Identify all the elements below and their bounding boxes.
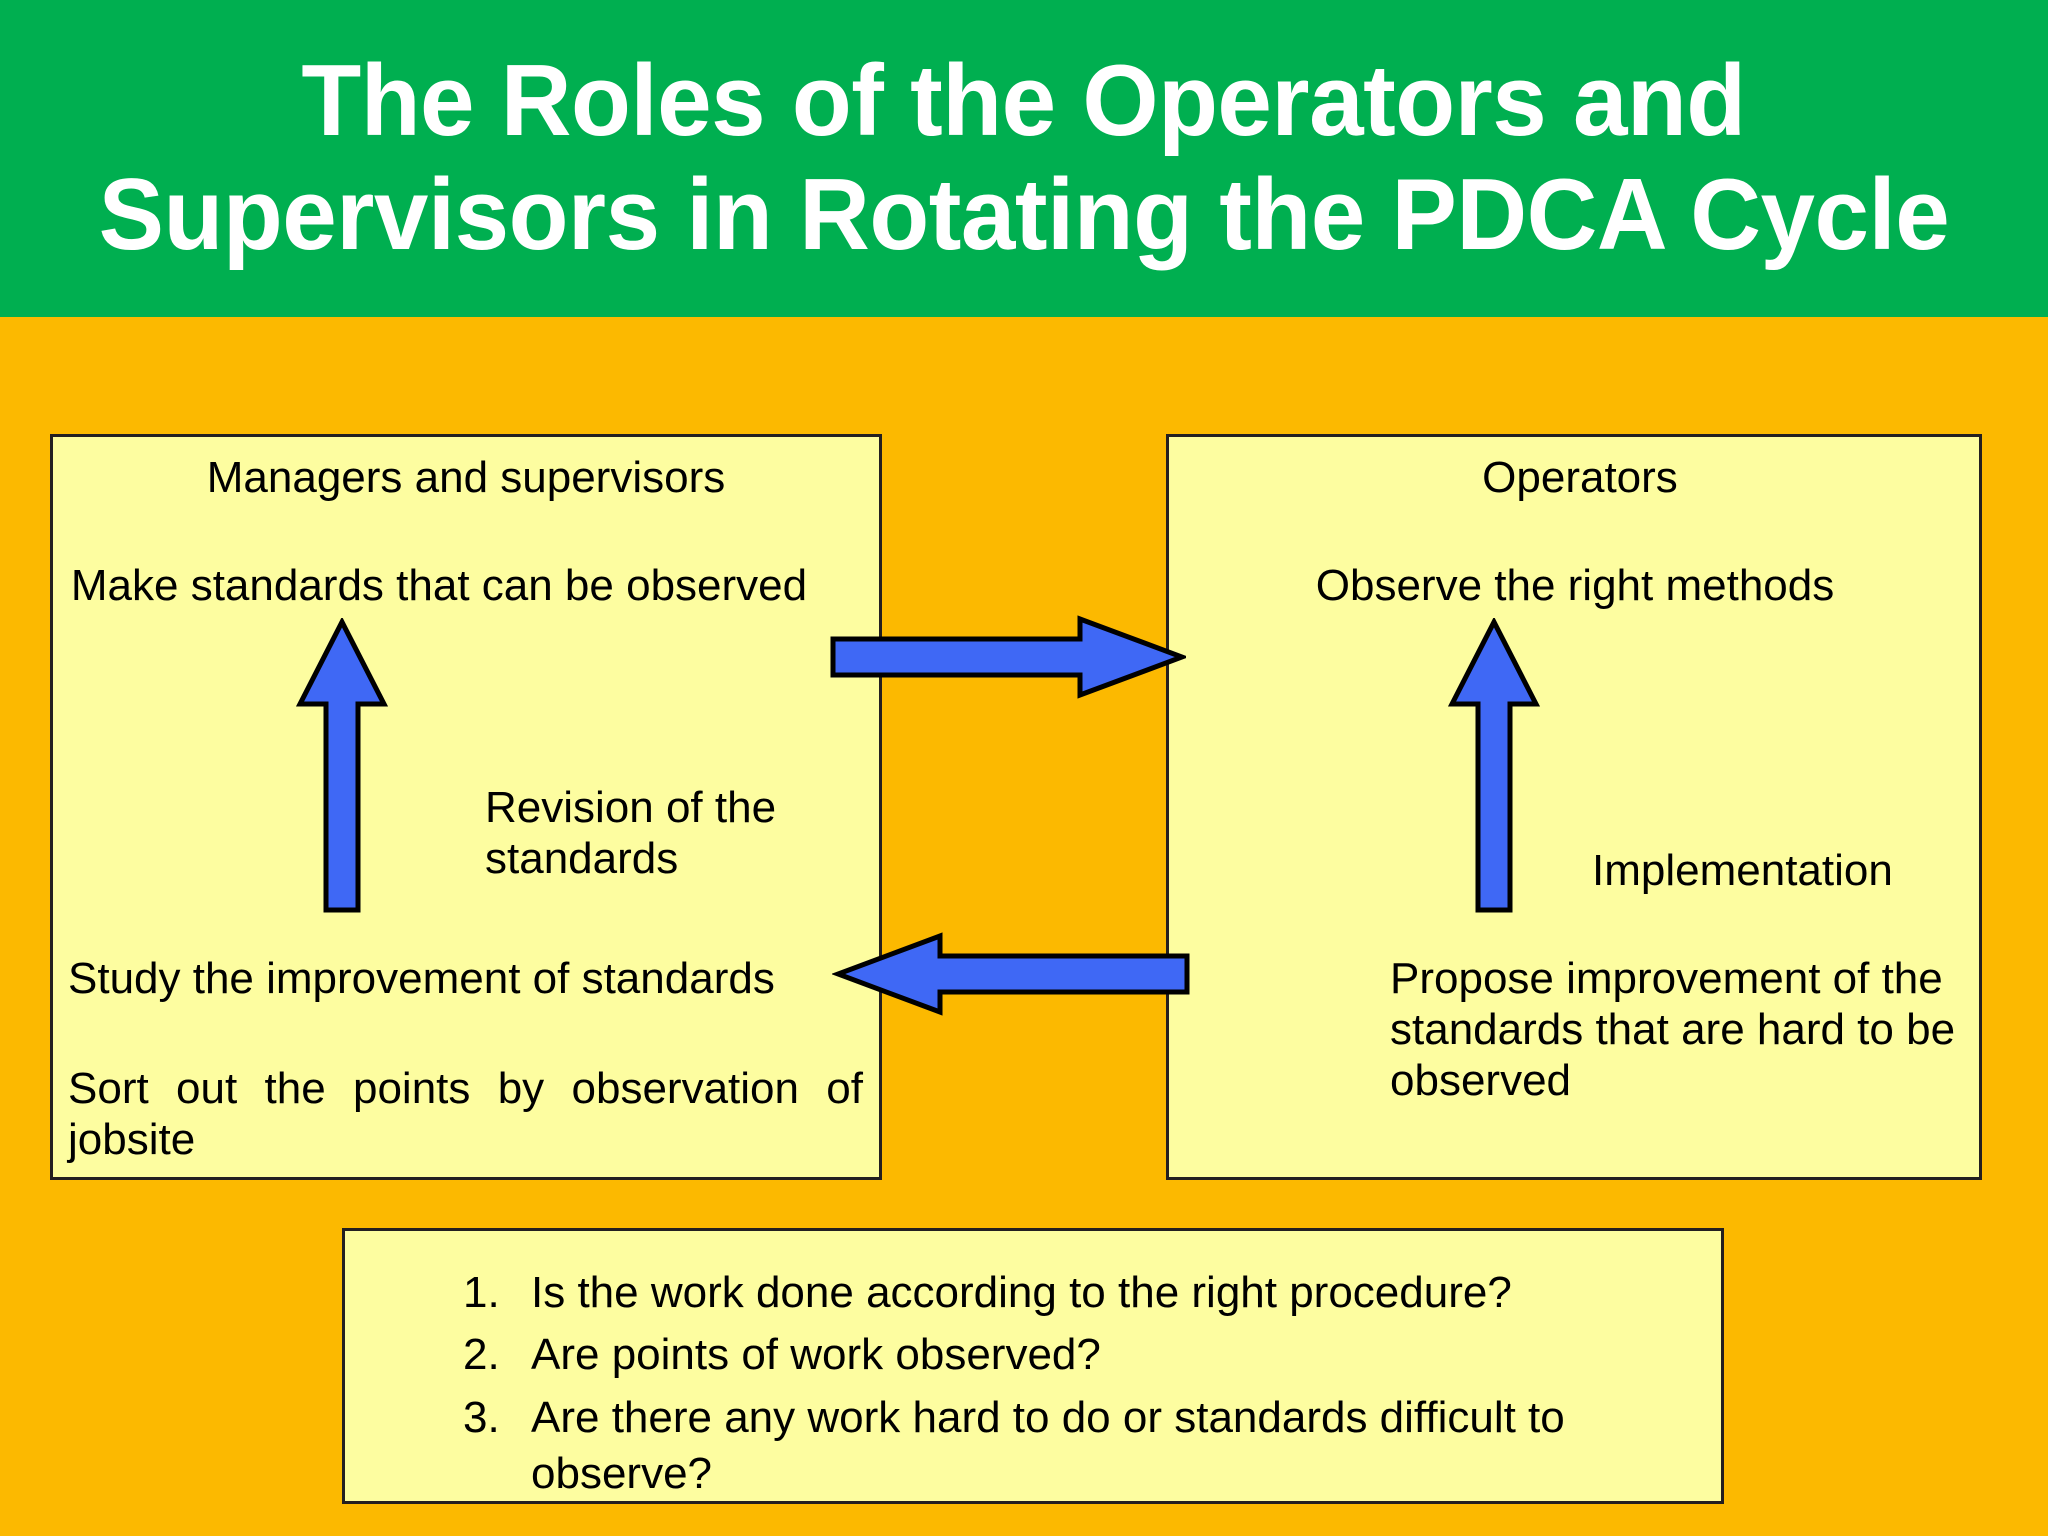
operators-heading: Operators bbox=[1482, 453, 1678, 502]
operators-to-managers-arrow-left-icon bbox=[832, 932, 1190, 1016]
list-item-text: Are there any work hard to do or standar… bbox=[531, 1392, 1565, 1498]
page-title-line-2: Supervisors in Rotating the PDCA Cycle bbox=[98, 158, 1950, 271]
revision-of-standards-arrow-up-icon bbox=[296, 618, 388, 914]
managers-supervisors-panel bbox=[50, 434, 882, 1180]
list-item-text: Are points of work observed? bbox=[531, 1330, 1101, 1380]
questions-list: 1. Is the work done according to the rig… bbox=[345, 1231, 1721, 1508]
implementation-label: Implementation bbox=[1592, 846, 1893, 895]
list-item-number: 2. bbox=[463, 1330, 500, 1380]
implementation-arrow-up-icon bbox=[1448, 618, 1540, 914]
list-item: 3. Are there any work hard to do or stan… bbox=[463, 1390, 1681, 1503]
list-item-text: Is the work done according to the right … bbox=[531, 1268, 1512, 1317]
propose-improvement-text: Propose improvement of the standards tha… bbox=[1390, 954, 1956, 1106]
study-improvement-text: Study the improvement of standards bbox=[68, 954, 775, 1003]
revision-of-standards-label: Revision of the standards bbox=[485, 783, 777, 884]
make-standards-text: Make standards that can be observed bbox=[70, 561, 808, 610]
list-item: 2. Are points of work observed? bbox=[463, 1327, 1681, 1383]
sort-out-points-text: Sort out the points by observation of jo… bbox=[68, 1064, 863, 1165]
standards-to-operators-arrow-right-icon bbox=[830, 615, 1186, 699]
managers-supervisors-heading: Managers and supervisors bbox=[206, 453, 726, 502]
observe-right-methods-text: Observe the right methods bbox=[1315, 561, 1835, 610]
page-title-line-1: The Roles of the Operators and bbox=[301, 45, 1747, 158]
list-item: 1. Is the work done according to the rig… bbox=[463, 1265, 1681, 1321]
operators-panel bbox=[1166, 434, 1982, 1180]
questions-panel: 1. Is the work done according to the rig… bbox=[342, 1228, 1724, 1504]
list-item-number: 3. bbox=[463, 1392, 500, 1442]
list-item-number: 1. bbox=[463, 1268, 500, 1317]
title-band: The Roles of the Operators and Superviso… bbox=[0, 0, 2048, 317]
